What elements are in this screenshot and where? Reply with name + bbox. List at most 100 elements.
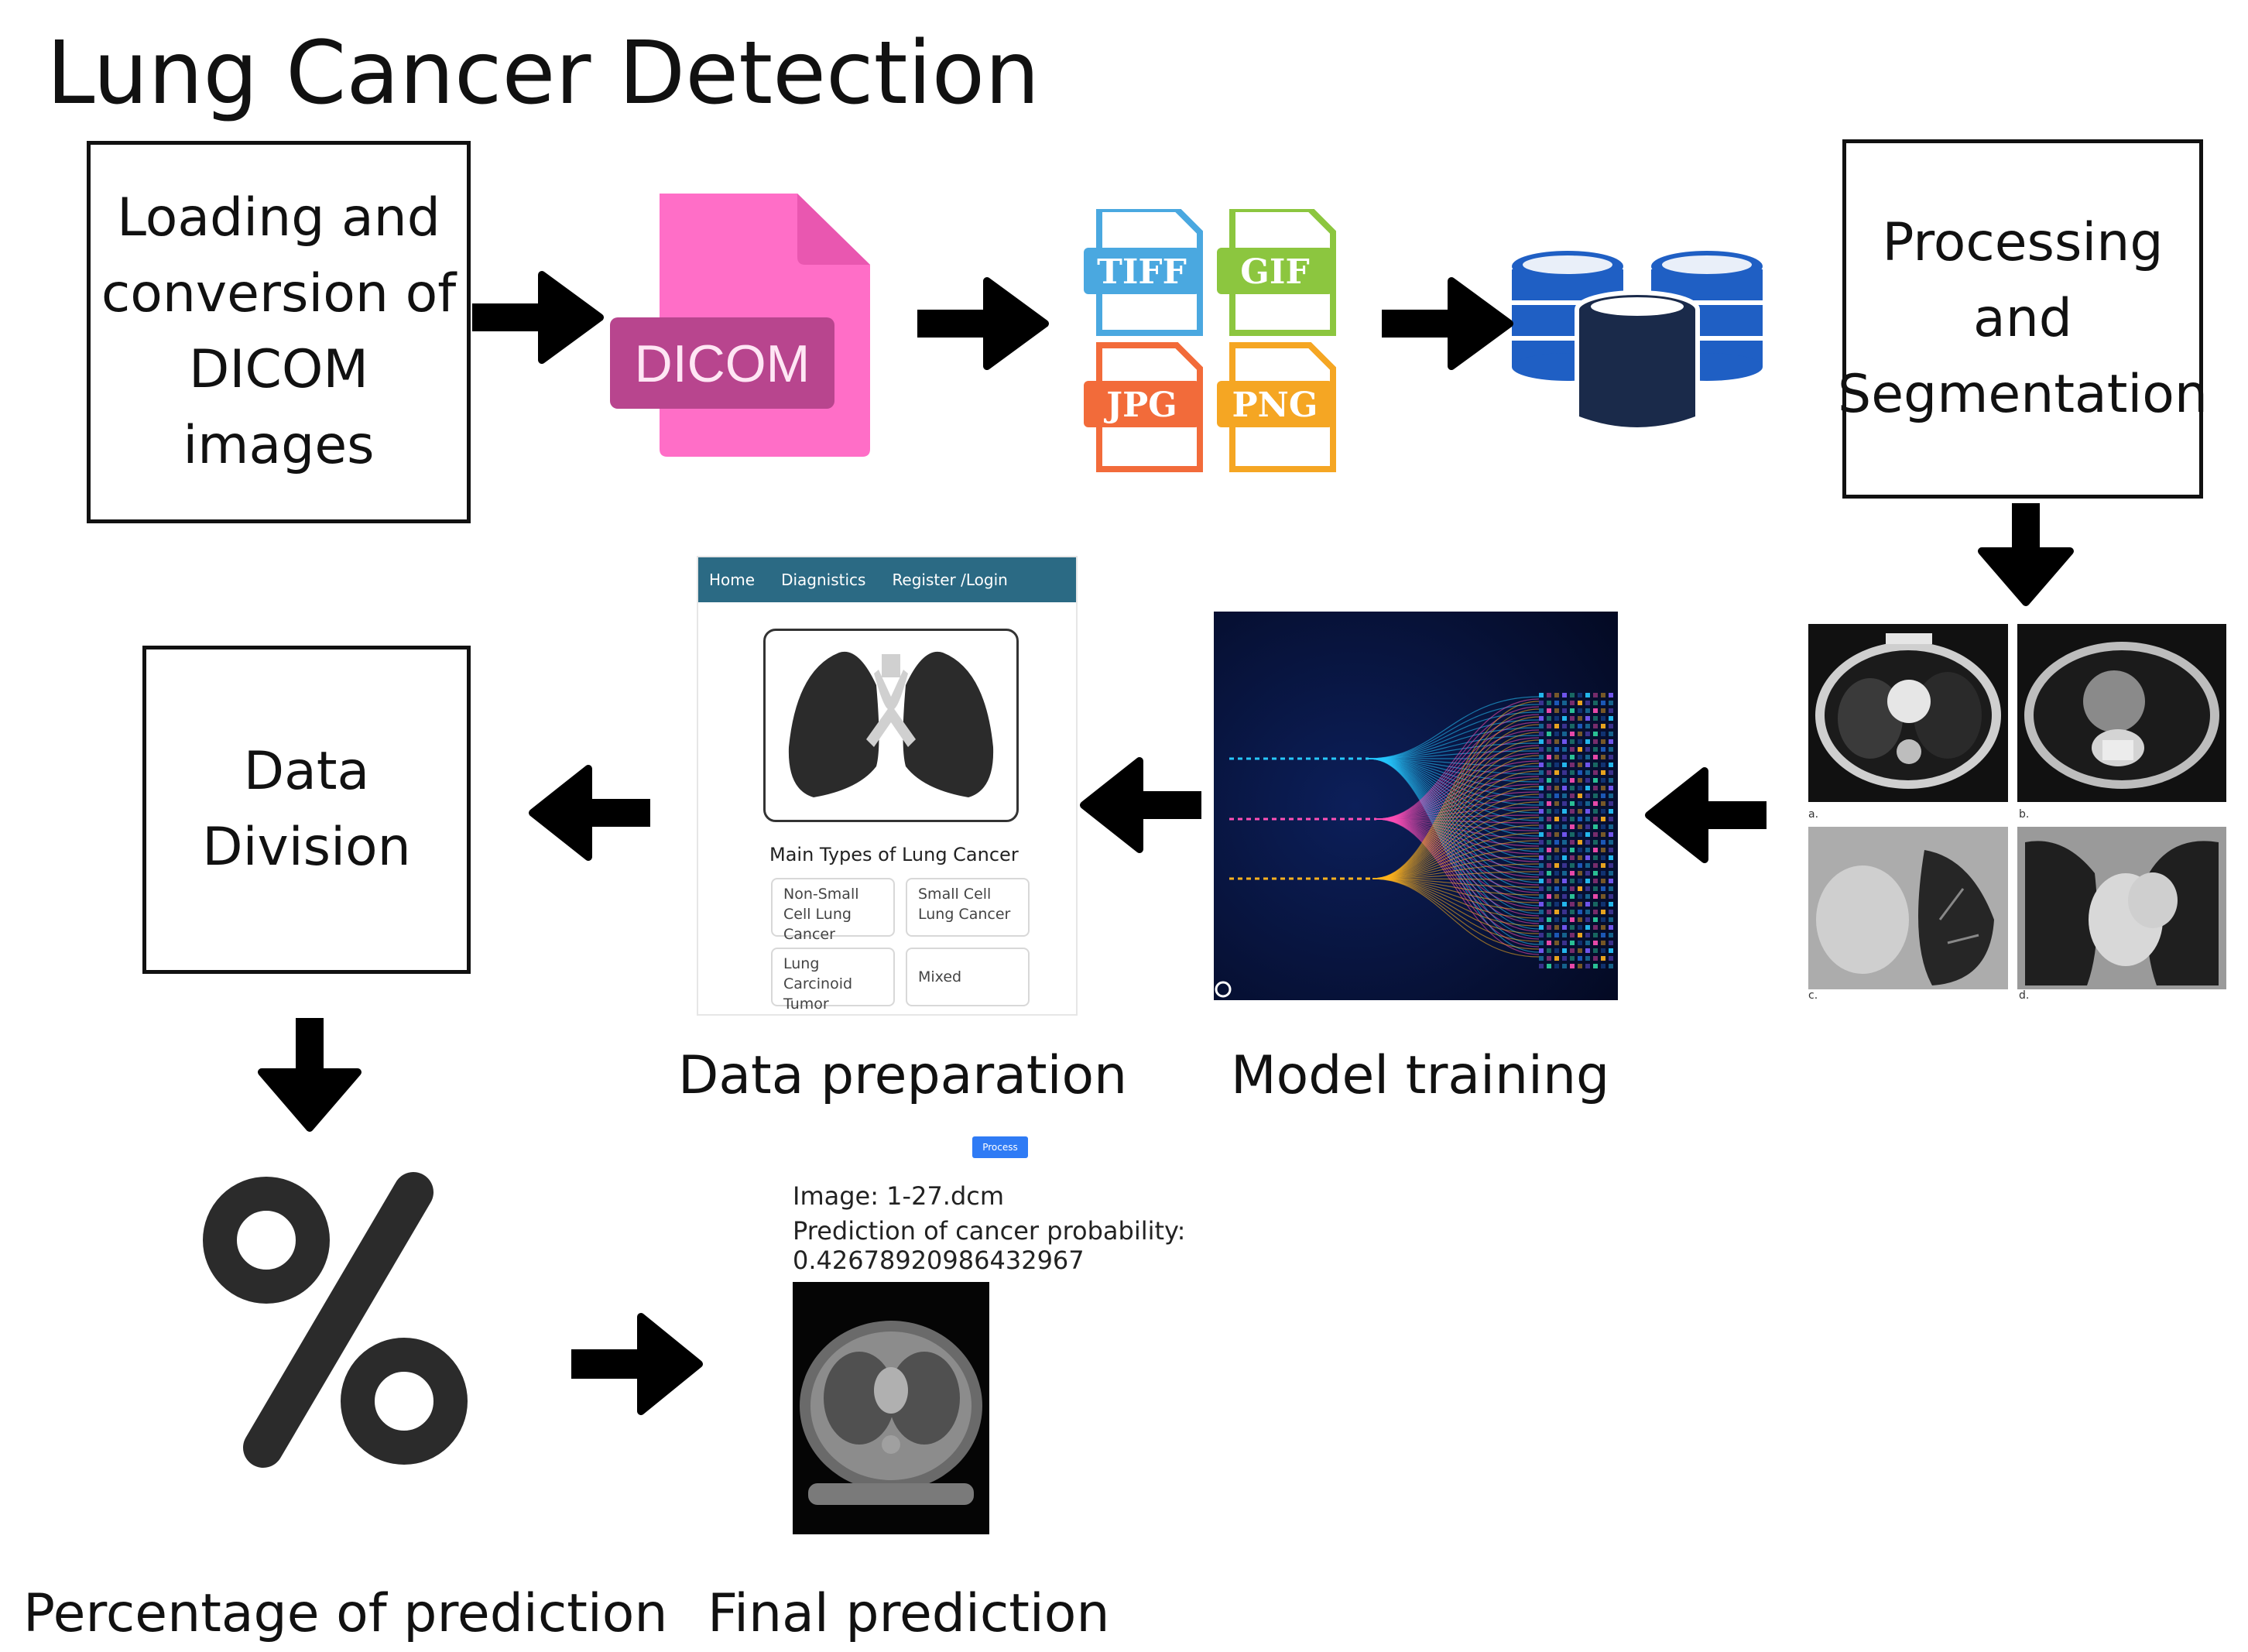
nn-data-cell: [1570, 824, 1575, 829]
nn-data-cell: [1578, 747, 1582, 752]
nn-data-cell: [1601, 863, 1605, 868]
nn-data-cell: [1554, 716, 1559, 721]
nn-data-cell: [1609, 871, 1613, 876]
neural-network-image: [1214, 612, 1618, 1000]
nn-data-cell: [1570, 809, 1575, 814]
nn-data-cell: [1547, 863, 1551, 868]
nn-data-cell: [1585, 848, 1590, 852]
nn-data-cell: [1578, 840, 1582, 845]
nn-data-cell: [1539, 848, 1544, 852]
nn-data-cell: [1578, 871, 1582, 876]
nn-data-cell: [1585, 948, 1590, 953]
ct-scans-graphic: a. b. c. d.: [1808, 624, 2226, 1002]
nn-data-cell: [1601, 693, 1605, 697]
nn-data-cell: [1547, 739, 1551, 744]
arrow-right-1: [472, 271, 604, 364]
nn-data-cell: [1585, 925, 1590, 930]
nn-data-cell: [1585, 941, 1590, 945]
nn-data-cell: [1554, 724, 1559, 728]
nn-data-cell: [1578, 770, 1582, 775]
nn-data-cell: [1609, 910, 1613, 914]
nn-data-cell: [1585, 793, 1590, 798]
nn-data-cell: [1562, 701, 1567, 705]
nn-data-cell: [1585, 894, 1590, 899]
process-button[interactable]: Process: [972, 1136, 1028, 1158]
ct-label-b: b.: [2019, 808, 2029, 821]
type-button-nsclc[interactable]: Non-Small Cell Lung Cancer: [771, 878, 895, 943]
nn-data-cell: [1601, 701, 1605, 705]
nn-data-cell: [1570, 925, 1575, 930]
nn-data-cell: [1554, 739, 1559, 744]
nn-data-cell: [1609, 739, 1613, 744]
nn-data-cell: [1570, 770, 1575, 775]
nn-data-cell: [1570, 948, 1575, 953]
nn-data-cell: [1539, 917, 1544, 922]
nn-data-cell: [1578, 894, 1582, 899]
nn-data-cell: [1601, 925, 1605, 930]
arrow-down-division: [258, 1018, 362, 1132]
nn-data-cell: [1601, 739, 1605, 744]
nn-data-cell: [1601, 747, 1605, 752]
nn-data-cell: [1585, 708, 1590, 713]
nn-data-cell: [1570, 871, 1575, 876]
ui-nav-diagnostics[interactable]: Diagnistics: [781, 571, 866, 589]
nn-data-cell: [1570, 817, 1575, 821]
nn-data-cell: [1585, 902, 1590, 907]
nn-data-cell: [1601, 824, 1605, 829]
nn-data-cell: [1601, 917, 1605, 922]
nn-data-cell: [1539, 824, 1544, 829]
nn-connection: [1376, 698, 1540, 820]
nn-data-cell: [1539, 778, 1544, 783]
loading-line-2: conversion of: [101, 263, 457, 324]
nn-data-cell: [1547, 778, 1551, 783]
caption-final-prediction: Final prediction: [708, 1583, 1110, 1644]
type-button-mixed[interactable]: Mixed Tumors: [906, 948, 1030, 1006]
nn-data-cell: [1593, 848, 1598, 852]
nn-data-cell: [1570, 801, 1575, 806]
nn-data-cell: [1547, 917, 1551, 922]
nn-data-cell: [1539, 933, 1544, 937]
type-button-sclc[interactable]: Small Cell Lung Cancer: [906, 878, 1030, 937]
nn-data-cell: [1593, 840, 1598, 845]
nn-data-cell: [1562, 879, 1567, 883]
png-file-icon: PNG: [1217, 342, 1336, 472]
nn-data-cell: [1554, 840, 1559, 845]
nn-data-cell: [1609, 894, 1613, 899]
nn-data-cell: [1601, 724, 1605, 728]
nn-data-cell: [1585, 933, 1590, 937]
nn-data-cell: [1578, 933, 1582, 937]
nn-data-cell: [1539, 894, 1544, 899]
nn-data-cell: [1562, 716, 1567, 721]
ui-nav-home[interactable]: Home: [709, 571, 756, 589]
nn-data-cell: [1593, 917, 1598, 922]
nn-data-cell: [1547, 724, 1551, 728]
type-button-carcinoid[interactable]: Lung Carcinoid Tumor: [771, 948, 895, 1013]
nn-data-cell: [1547, 894, 1551, 899]
nn-data-cell: [1570, 941, 1575, 945]
nn-data-cell: [1547, 948, 1551, 953]
nn-data-cell: [1539, 871, 1544, 876]
nn-data-cell: [1593, 701, 1598, 705]
nn-data-cell: [1593, 855, 1598, 860]
nn-data-cell: [1547, 809, 1551, 814]
nn-data-cell: [1562, 964, 1567, 968]
nn-data-cell: [1578, 925, 1582, 930]
ui-nav-register[interactable]: Register /Login: [892, 571, 1008, 589]
nn-data-cell: [1578, 809, 1582, 814]
nn-data-cell: [1601, 871, 1605, 876]
nn-data-cell: [1601, 817, 1605, 821]
nn-data-cell: [1570, 732, 1575, 736]
nn-data-cell: [1562, 724, 1567, 728]
nn-data-cell: [1601, 786, 1605, 790]
nn-data-cell: [1547, 786, 1551, 790]
nn-data-cell: [1554, 886, 1559, 891]
image-formats-icon: TIFF GIF JPG PNG: [1084, 206, 1339, 480]
nn-data-cell: [1562, 840, 1567, 845]
nn-data-cell: [1554, 732, 1559, 736]
nn-data-cell: [1593, 964, 1598, 968]
nn-data-cell: [1539, 956, 1544, 961]
nn-connection: [1376, 706, 1540, 820]
nn-data-cell: [1539, 701, 1544, 705]
nn-data-cell: [1609, 863, 1613, 868]
nn-data-cell: [1578, 832, 1582, 837]
